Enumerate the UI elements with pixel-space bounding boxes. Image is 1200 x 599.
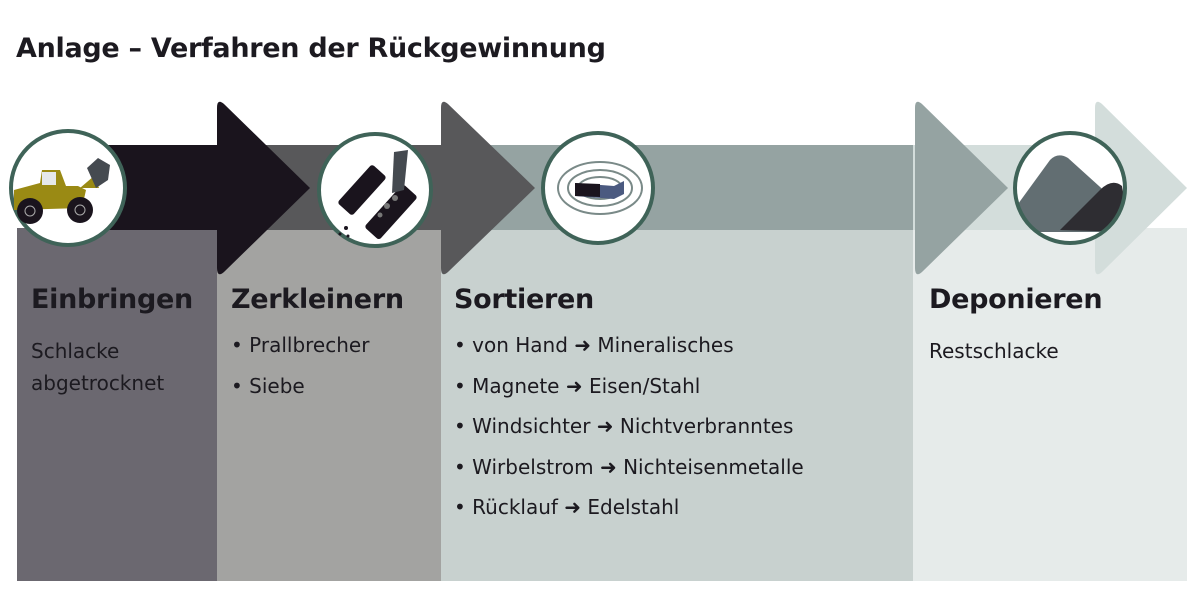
magnet-icon (541, 131, 655, 245)
source: • von Hand (454, 333, 568, 357)
arrow-icon: ➜ (564, 495, 582, 519)
step-text: Schlacke (31, 339, 120, 363)
crusher-icon (317, 132, 433, 248)
list-item: • von Hand ➜ Mineralisches (454, 325, 804, 366)
column-deponieren-bg (913, 228, 1187, 581)
target: Eisen/Stahl (588, 373, 701, 398)
slag-heap-icon (1013, 131, 1127, 245)
source: • Windsichter (454, 414, 591, 438)
list-item: • Windsichter ➜ Nichtverbranntes (454, 406, 804, 447)
arrowhead-3 (915, 101, 1008, 275)
arrow-icon: ➜ (565, 373, 583, 398)
step-sortieren: Sortieren • von Hand ➜ Mineralisches • M… (454, 284, 804, 528)
arrowhead-2 (441, 101, 535, 275)
step-heading: Einbringen (31, 284, 193, 315)
column-sortieren-bg (441, 228, 913, 581)
list-item: • Prallbrecher (231, 333, 370, 357)
list-item: • Magnete ➜ Eisen/Stahl (454, 366, 804, 407)
page-title: Anlage – Verfahren der Rückgewinnung (16, 33, 606, 64)
step-heading: Deponieren (929, 284, 1103, 315)
wheel-loader-icon (9, 129, 127, 247)
step-text: abgetrocknet (31, 371, 165, 395)
list-item: • Rücklauf ➜ Edelstahl (454, 487, 804, 528)
target: Edelstahl (587, 495, 680, 519)
target: Mineralisches (597, 333, 734, 357)
arrowhead-1 (217, 101, 310, 275)
source: • Wirbelstrom (454, 454, 594, 479)
list-item: • Wirbelstrom ➜ Nichteisenmetalle (454, 447, 804, 488)
step-deponieren: Deponieren Restschlacke (929, 284, 1103, 367)
target: Nichteisenmetalle (623, 454, 804, 479)
column-einbringen-bg (17, 228, 217, 581)
source: • Magnete (454, 373, 560, 398)
arrow-icon: ➜ (599, 454, 617, 479)
step-einbringen: Einbringen Schlacke abgetrocknet (31, 284, 193, 399)
arrowhead-4 (1095, 101, 1187, 275)
step-zerkleinern: Zerkleinern • Prallbrecher • Siebe (231, 284, 404, 406)
list-item: • Siebe (231, 373, 305, 398)
target: Nichtverbranntes (619, 414, 794, 438)
step-heading: Zerkleinern (231, 284, 404, 315)
step-text: Restschlacke (929, 339, 1059, 363)
source: • Rücklauf (454, 495, 558, 519)
arrow-icon: ➜ (574, 333, 592, 357)
column-zerkleinern-bg (217, 228, 441, 581)
arrow-icon: ➜ (596, 414, 614, 438)
step-heading: Sortieren (454, 284, 594, 315)
